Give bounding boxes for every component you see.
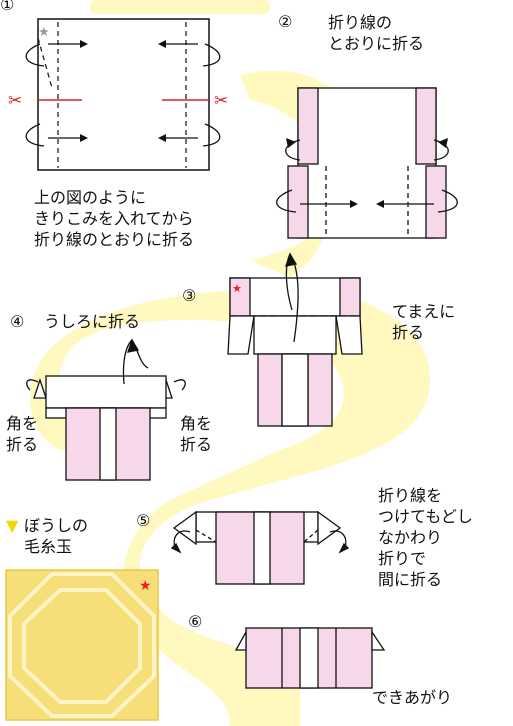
step1-caption: 上の図のように きりこみを入れてから 折り線のとおりに折る bbox=[34, 188, 195, 249]
star-mark-icon: ★ bbox=[38, 25, 50, 40]
hat-marker-icon: ▼ bbox=[6, 516, 19, 535]
step5-caption: 折り線を つけてもどし なかわり 折りで 間に折る bbox=[378, 486, 473, 589]
step3-number: ③ bbox=[182, 286, 197, 305]
step5-number: ⑤ bbox=[136, 511, 151, 530]
step3-caption: てまえに 折る bbox=[392, 302, 456, 342]
star-icon: ★ bbox=[139, 578, 152, 594]
scissors-icon: ✂ bbox=[214, 91, 228, 111]
step4-left-note: 角を 折る bbox=[6, 414, 39, 454]
star-mark-icon: ★ bbox=[232, 282, 242, 295]
step2-caption: 折り線の とおりに折る bbox=[328, 13, 425, 53]
step1-figure: ★ ✂ ✂ bbox=[8, 18, 228, 171]
step1-number: ① bbox=[0, 0, 15, 14]
step6-figure bbox=[234, 627, 386, 689]
step5-figure bbox=[170, 510, 350, 585]
step4-caption: うしろに折る bbox=[44, 312, 141, 331]
step6-caption: できあがり bbox=[372, 688, 453, 707]
step4-figure bbox=[26, 338, 186, 481]
step6-number: ⑥ bbox=[188, 612, 203, 631]
scissors-icon: ✂ bbox=[8, 91, 22, 111]
hat-pompom-tile: ★ bbox=[5, 569, 159, 721]
step4-right-note: 角を 折る bbox=[180, 414, 213, 454]
step4-number: ④ bbox=[10, 312, 25, 331]
background-path bbox=[30, 0, 430, 726]
step2-number: ② bbox=[278, 12, 293, 31]
step2-figure bbox=[276, 87, 458, 239]
step3-figure: ★ bbox=[227, 252, 363, 427]
hat-label: ぼうしの 毛糸玉 bbox=[24, 516, 89, 556]
